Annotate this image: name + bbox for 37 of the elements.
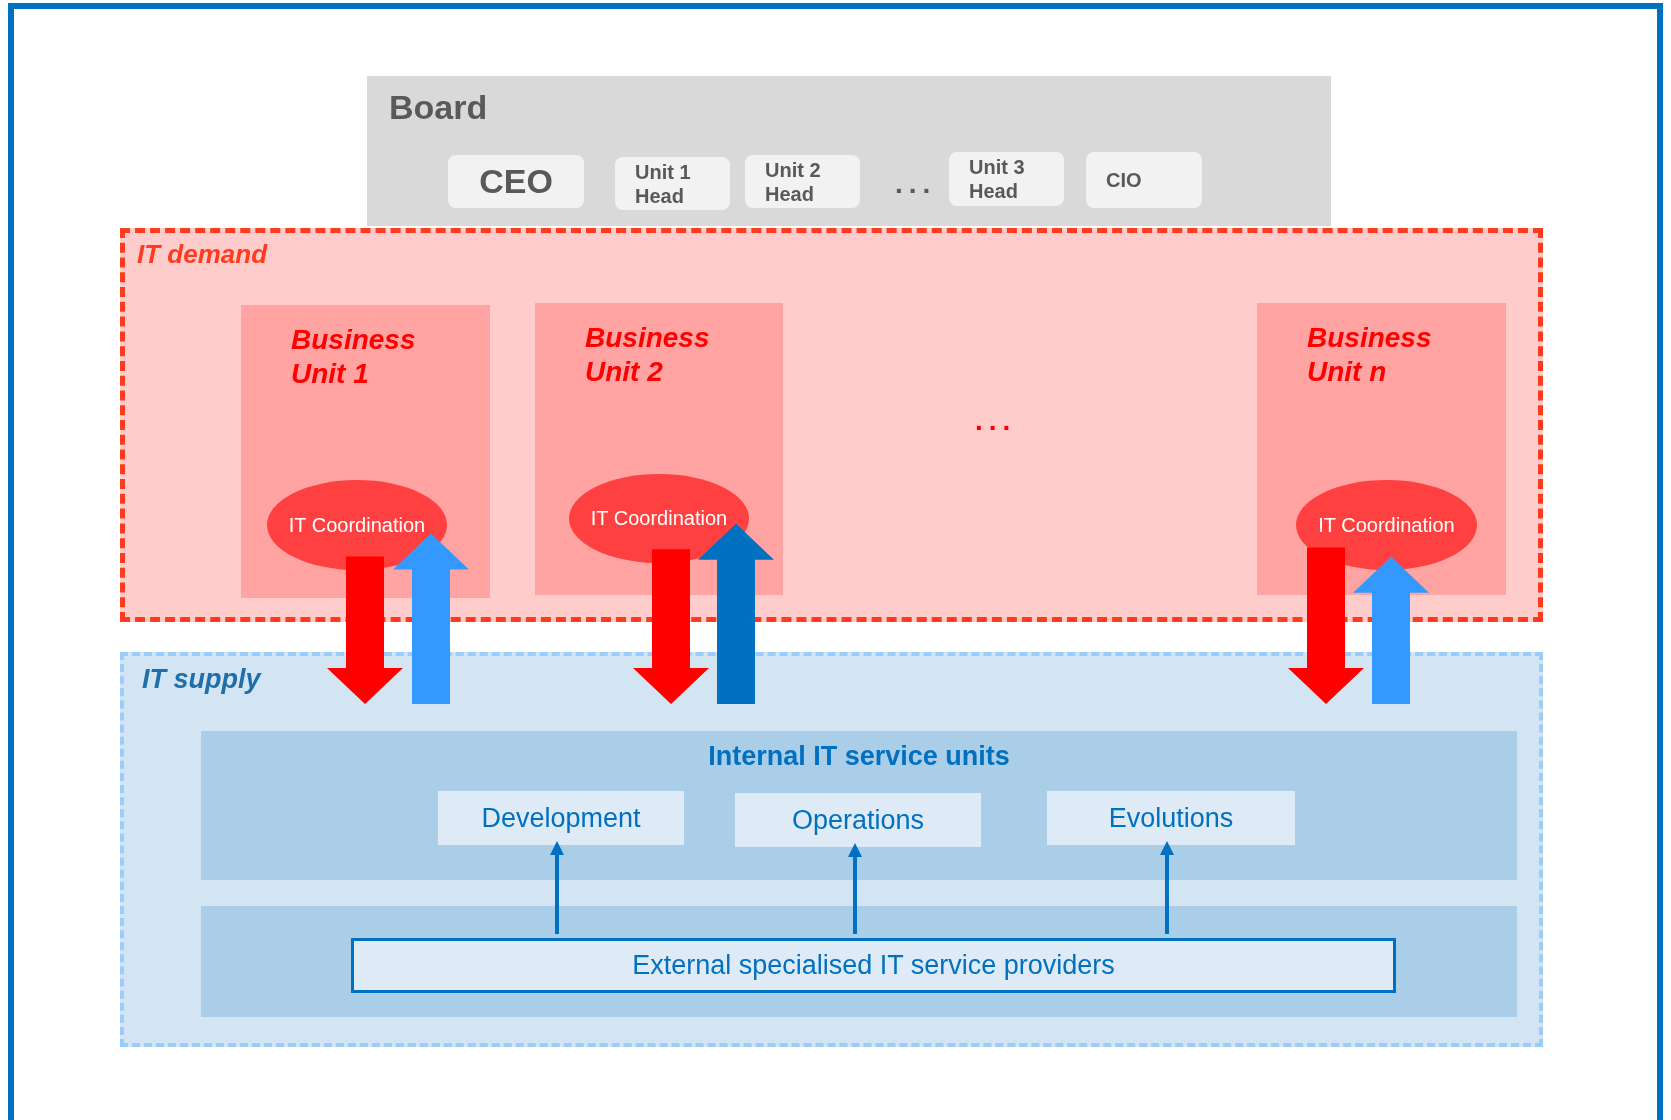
service-box: Development xyxy=(438,791,684,845)
panel-heading: Internal IT service units xyxy=(707,741,1011,772)
service-box: Evolutions xyxy=(1047,791,1295,845)
panel-heading: IT demand xyxy=(137,239,267,270)
panel-heading: IT supply xyxy=(142,664,261,695)
provider-band xyxy=(201,906,1517,1017)
arrow xyxy=(550,841,564,934)
role-box: Unit 1 Head xyxy=(615,157,730,210)
board-panel xyxy=(367,76,1331,226)
role-box: Unit 2 Head xyxy=(745,155,860,208)
unit-panel xyxy=(535,303,783,595)
block-arrow xyxy=(633,549,709,704)
unit-panel xyxy=(241,305,490,598)
role-box: Unit 3 Head xyxy=(949,152,1064,206)
panel-heading: Business Unit 1 xyxy=(291,323,417,391)
supply-zone xyxy=(120,652,1543,1047)
coordination-ellipse: IT Coordination xyxy=(1296,480,1477,570)
block-arrow xyxy=(1353,556,1429,704)
arrow xyxy=(1160,841,1174,934)
ellipsis-text: ... xyxy=(975,405,1017,437)
block-arrow xyxy=(1288,547,1364,704)
ellipsis-text: ... xyxy=(895,168,937,200)
service-panel xyxy=(201,731,1517,880)
demand-zone xyxy=(120,228,1543,622)
coordination-ellipse: IT Coordination xyxy=(267,480,447,570)
role-box: CEO xyxy=(448,155,584,208)
block-arrow xyxy=(698,523,774,704)
service-box: Operations xyxy=(735,793,981,847)
unit-panel xyxy=(1257,303,1506,595)
provider-box: External specialised IT service providers xyxy=(351,938,1396,993)
panel-heading: Business Unit 2 xyxy=(585,321,711,389)
block-arrow xyxy=(327,556,403,704)
panel-heading: Board xyxy=(389,88,488,127)
role-box: CIO xyxy=(1086,152,1202,208)
panel-heading: Business Unit n xyxy=(1307,321,1433,389)
arrow xyxy=(848,843,862,934)
block-arrow xyxy=(393,533,469,704)
